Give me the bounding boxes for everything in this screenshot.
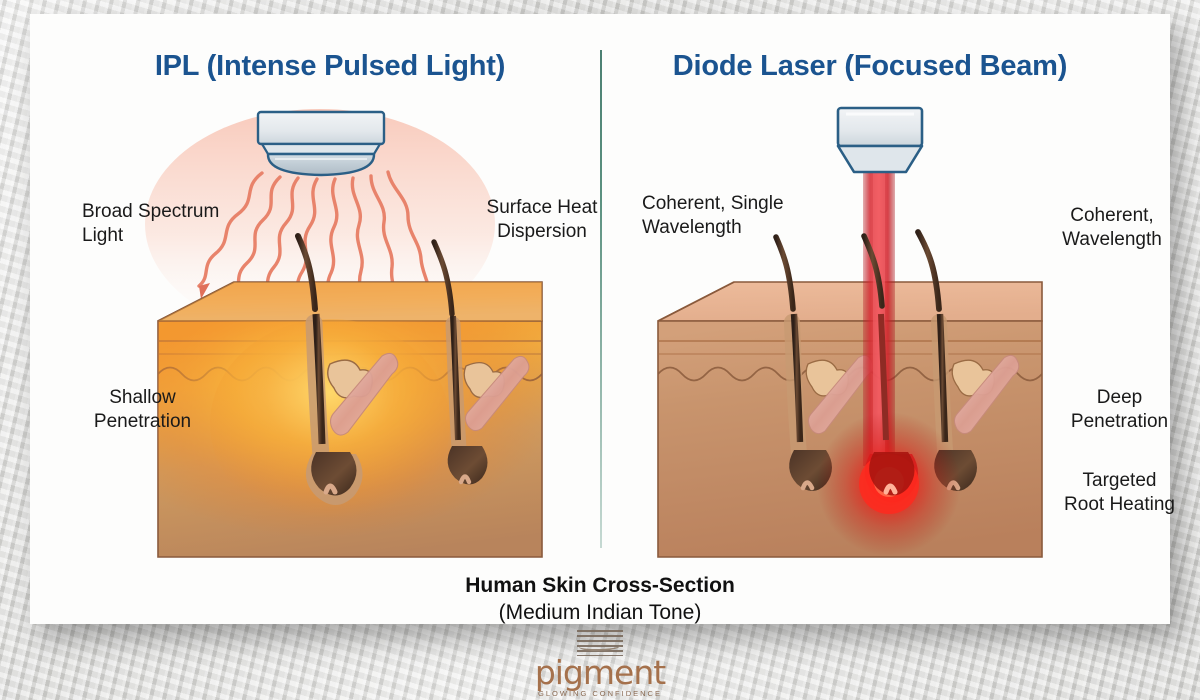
- label-coherent-single-wavelength: Coherent, Single Wavelength: [642, 193, 784, 238]
- hair-follicle-diode-center: [861, 233, 915, 496]
- label-coherent-wavelength: Coherent, Wavelength: [1062, 205, 1162, 250]
- pigment-mark-icon: [577, 630, 623, 656]
- brand-logo: pigment GLOWING CONFIDENCE: [0, 630, 1200, 698]
- panel-divider: [600, 50, 602, 548]
- label-targeted-root-heating: Targeted Root Heating: [1064, 470, 1175, 515]
- hair-follicle-ipl-2: [431, 239, 530, 485]
- panel-title-diode: Diode Laser (Focused Beam): [672, 50, 1068, 82]
- ipl-illustration: [145, 109, 543, 558]
- label-broad-spectrum-light: Broad Spectrum Light: [82, 201, 220, 246]
- diode-illustration: [657, 106, 1043, 558]
- logo-tagline: GLOWING CONFIDENCE: [538, 689, 662, 699]
- figure-caption: Human Skin Cross-Section (Medium Indian …: [30, 572, 1170, 627]
- logo-wordmark: pigment: [534, 653, 666, 692]
- label-shallow-penetration: Shallow Penetration: [93, 387, 192, 432]
- ipl-handpiece-icon: [256, 110, 386, 177]
- caption-line-1: Human Skin Cross-Section: [465, 574, 735, 597]
- caption-line-2: (Medium Indian Tone): [498, 601, 702, 625]
- infographic-card: IPL (Intense Pulsed Light) Diode Laser (…: [30, 14, 1175, 627]
- label-surface-heat-dispersion: Surface Heat Dispersion: [486, 197, 598, 242]
- panel-title-ipl: IPL (Intense Pulsed Light): [154, 50, 506, 82]
- label-deep-penetration: Deep Penetration: [1070, 387, 1169, 432]
- skin-block-ipl: [157, 281, 543, 558]
- hair-follicle-ipl-1: [295, 233, 399, 505]
- diode-handpiece-icon: [836, 106, 924, 174]
